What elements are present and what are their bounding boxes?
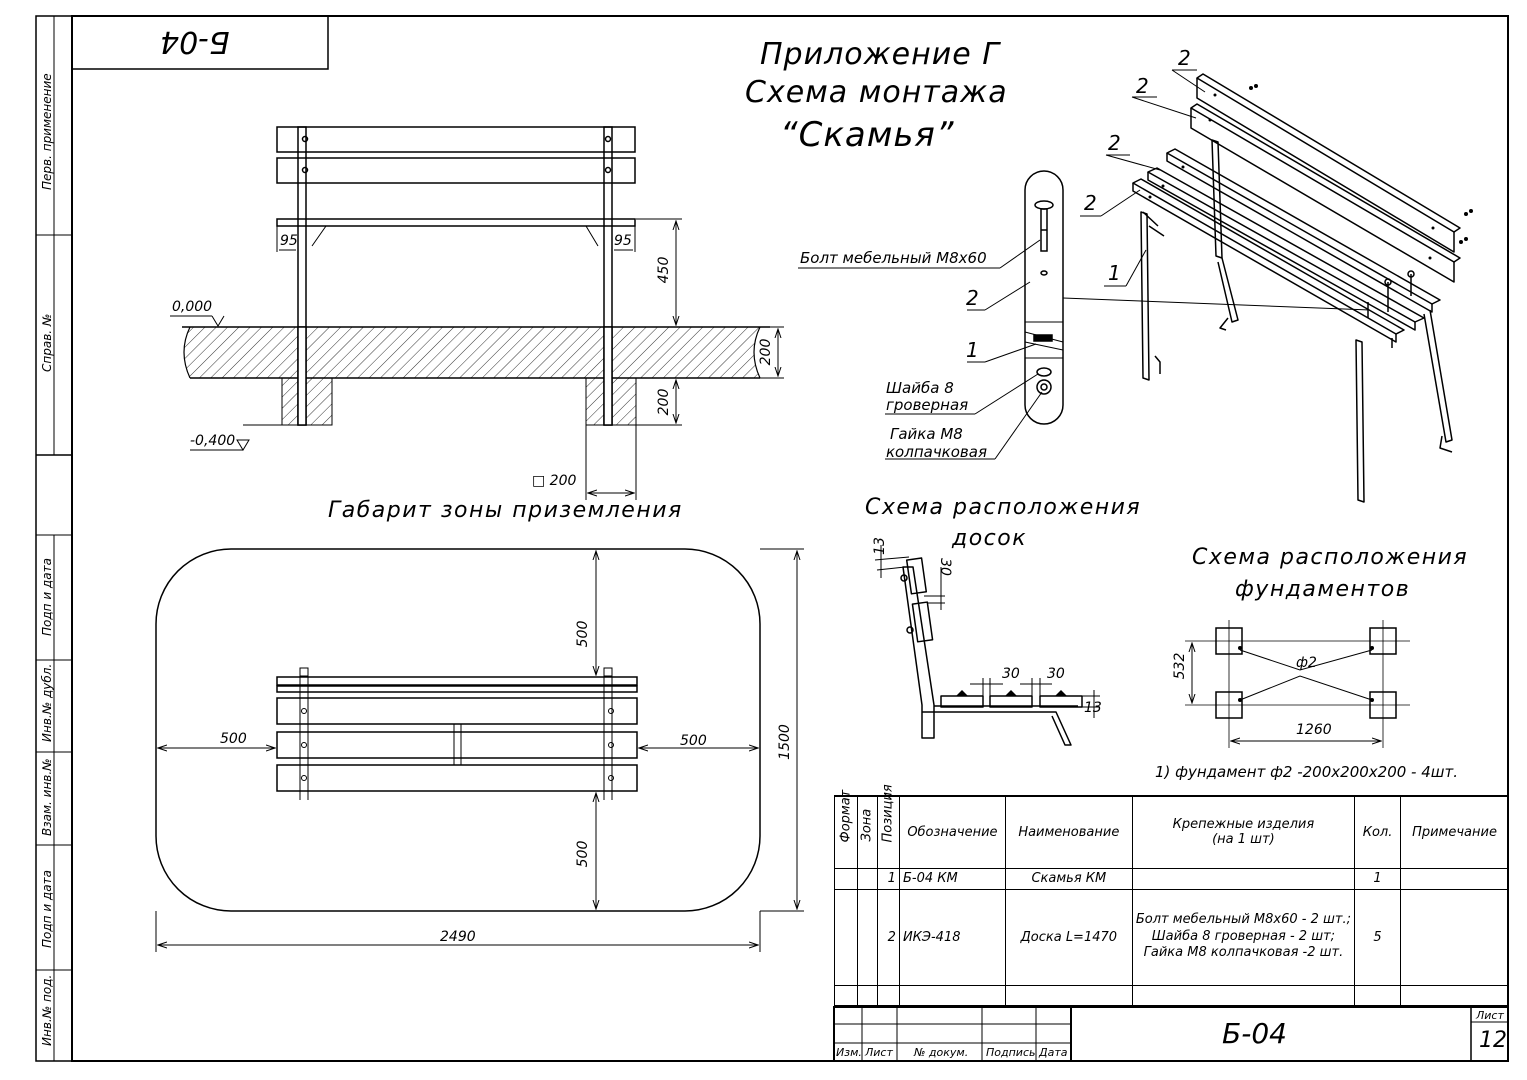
dim-2490: 2490 <box>440 929 476 945</box>
hdr-designation: Обозначение <box>898 795 1006 869</box>
callout-washer-2: гроверная <box>886 396 969 414</box>
boards-scheme-title-1: Схема расположения <box>865 495 1142 520</box>
iso-pos-2b: 2 <box>1136 74 1149 98</box>
callout-washer-1: Шайба 8 <box>886 379 954 397</box>
dim-1260: 1260 <box>1296 722 1332 738</box>
spec-header-row: Формат Зона Позиция Обозначение Наименов… <box>834 784 1509 869</box>
level-minus: -0,400 <box>190 433 236 449</box>
hdr-position: Позиция <box>876 784 900 869</box>
bolt-detail <box>1024 170 1371 425</box>
foundations-scheme <box>1185 620 1410 748</box>
side-stamp-perv: Перв. применение <box>40 73 54 190</box>
foundation-note: 1) фундамент ф2 -200х200х200 - 4шт. <box>1155 763 1459 781</box>
side-stamp-inv-dubl: Инв.№ дубл. <box>40 663 54 742</box>
dim-95-left: 95 <box>280 233 298 249</box>
dim-13-seat: 13 <box>1084 700 1102 716</box>
callout-leaders <box>798 239 1043 460</box>
boards-scheme-title-2: досок <box>952 526 1028 551</box>
title-line-1: Приложение Г <box>760 37 1000 72</box>
cell-name: Скамья КМ <box>1004 867 1133 890</box>
table-row: 1 Б-04 КМ Скамья КМ 1 <box>834 867 1509 890</box>
hdr-zone: Зона <box>856 795 878 869</box>
tb-col-signature: Подпись <box>986 1046 1036 1059</box>
dim-450: 450 <box>656 256 672 284</box>
tb-col-izm: Изм. <box>836 1046 862 1059</box>
foundation-scheme-title-2: фундаментов <box>1235 577 1411 602</box>
tb-sheet-number: 12 <box>1479 1028 1507 1053</box>
landing-zone-dimensions <box>155 548 804 952</box>
iso-pos-2a: 2 <box>1178 46 1191 70</box>
dim-95-right: 95 <box>614 233 632 249</box>
side-stamp-inv-pod: Инв.№ под. <box>40 974 54 1046</box>
boards-scheme <box>900 557 1083 746</box>
tb-code: Б-04 <box>1222 1017 1287 1050</box>
landing-zone <box>155 548 761 912</box>
square-200: □ 200 <box>532 473 577 489</box>
front-view-dimensions <box>170 218 784 500</box>
dim-30-b: 30 <box>1047 666 1065 682</box>
iso-pos-2d: 2 <box>1084 191 1097 215</box>
table-row-empty <box>834 984 1509 1006</box>
hdr-qty: Кол. <box>1354 795 1402 869</box>
cell-note <box>1400 867 1509 890</box>
dim-532: 532 <box>1172 652 1188 680</box>
cell-note <box>1400 888 1509 986</box>
tb-col-date: Дата <box>1039 1046 1068 1059</box>
callout-pos1: 1 <box>966 338 979 362</box>
hdr-name: Наименование <box>1004 795 1133 869</box>
iso-leaders <box>1080 69 1206 287</box>
side-stamp-podp-2: Подп и дата <box>40 870 54 948</box>
cell-fasteners <box>1131 867 1356 890</box>
cell-pos: 1 <box>876 867 900 890</box>
dim-500-top: 500 <box>575 620 591 648</box>
title-line-2: Схема монтажа <box>745 75 1008 110</box>
title-block-grid <box>833 1006 1509 1062</box>
title-line-3: “Скамья” <box>780 115 955 155</box>
dim-200-ground: 200 <box>758 338 774 366</box>
cell-designation: ИКЭ-418 <box>898 888 1006 986</box>
dim-30-back: 30 <box>936 558 953 576</box>
dim-500-right: 500 <box>680 733 707 749</box>
stamp-code: Б-04 <box>160 24 230 59</box>
cell-qty: 5 <box>1354 888 1402 986</box>
dim-13-top: 13 <box>872 537 888 555</box>
landing-zone-title: Габарит зоны приземления <box>328 498 683 523</box>
callout-pos2: 2 <box>966 286 979 310</box>
side-stamp-vzam: Взам. инв.№ <box>40 758 54 836</box>
tb-sheet-label: Лист <box>1476 1009 1504 1022</box>
level-zero: 0,000 <box>172 299 213 315</box>
callout-nut-2: колпачковая <box>886 443 987 461</box>
hdr-note: Примечание <box>1400 795 1509 869</box>
side-stamp-podp-1: Подп и дата <box>40 558 54 636</box>
dim-1500: 1500 <box>777 724 793 760</box>
cell-name: Доска L=1470 <box>1004 888 1133 986</box>
side-stamp-sprav: Справ. № <box>40 313 54 372</box>
dim-30-a: 30 <box>1002 666 1020 682</box>
hdr-format: Формат <box>834 790 858 869</box>
cell-fasteners: Болт мебельный М8х60 - 2 шт.; Шайба 8 гр… <box>1131 888 1356 986</box>
front-view <box>182 126 770 426</box>
dim-500-left: 500 <box>220 731 247 747</box>
foundation-diam: ф2 <box>1296 655 1317 671</box>
iso-bolt-dots <box>1148 84 1473 260</box>
iso-pos-1: 1 <box>1108 261 1121 285</box>
dim-500-bottom: 500 <box>575 840 591 868</box>
specification-table: Формат Зона Позиция Обозначение Наименов… <box>834 784 1509 1006</box>
cell-pos: 2 <box>876 888 900 986</box>
callout-nut-1: Гайка М8 <box>890 425 963 443</box>
cell-qty: 1 <box>1354 867 1402 890</box>
foundation-scheme-title-1: Схема расположения <box>1192 545 1469 570</box>
callout-bolt: Болт мебельный М8х60 <box>800 249 987 267</box>
dim-200-foundation: 200 <box>656 388 672 416</box>
isometric-bench <box>1132 73 1461 503</box>
sheet-frame <box>35 15 1509 1062</box>
boards-scheme-dimensions <box>874 545 1100 718</box>
tb-col-docnum: № докум. <box>914 1046 969 1059</box>
iso-pos-2c: 2 <box>1108 131 1121 155</box>
table-row: 2 ИКЭ-418 Доска L=1470 Болт мебельный М8… <box>834 888 1509 986</box>
cell-designation: Б-04 КМ <box>898 867 1006 890</box>
tb-col-list: Лист <box>865 1046 893 1059</box>
hdr-fasteners: Крепежные изделия(на 1 шт) <box>1131 795 1356 869</box>
